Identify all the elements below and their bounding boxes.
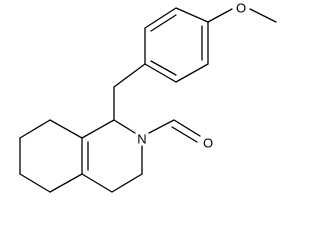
benzene-bond-1 bbox=[175, 7, 209, 23]
chemical-structure-diagram: O N O bbox=[19, 1, 277, 193]
formyl-group: O bbox=[148, 119, 213, 151]
bond-co-double-2 bbox=[171, 126, 198, 143]
benzene-ring bbox=[144, 7, 209, 83]
bond-c6-c5 bbox=[19, 173, 51, 193]
bond-c5-c4a bbox=[49, 173, 83, 193]
benzene-bond-4 bbox=[144, 63, 177, 83]
piperidine-ring: N bbox=[81, 119, 147, 193]
bond-n-cho bbox=[148, 119, 175, 134]
benzene-inner-bond-1 bbox=[150, 14, 177, 32]
bond-aryl-ch2 bbox=[113, 63, 146, 88]
bond-c4-c4a bbox=[81, 173, 113, 193]
benzene-inner-bond-2 bbox=[150, 60, 177, 76]
bond-c8-c7 bbox=[19, 119, 51, 139]
bond-c3-c4 bbox=[111, 173, 143, 193]
cyclohexene-ring bbox=[19, 119, 83, 193]
benzene-bond-2 bbox=[144, 7, 177, 29]
formyl-oxygen-label: O bbox=[203, 136, 213, 151]
bond-oxygen-aryl bbox=[207, 8, 233, 23]
bond-c1-n bbox=[113, 119, 136, 134]
bond-c8a-c8 bbox=[49, 119, 83, 139]
bond-co-double-1 bbox=[173, 119, 201, 137]
bond-methyl-oxygen bbox=[249, 8, 277, 23]
methoxy-group: O bbox=[207, 1, 277, 23]
nitrogen-label: N bbox=[137, 132, 146, 147]
bond-c8a-c1 bbox=[81, 119, 115, 139]
benzene-bond-5 bbox=[175, 63, 209, 83]
methoxy-oxygen-label: O bbox=[236, 1, 246, 16]
benzyl-linker bbox=[113, 63, 146, 121]
